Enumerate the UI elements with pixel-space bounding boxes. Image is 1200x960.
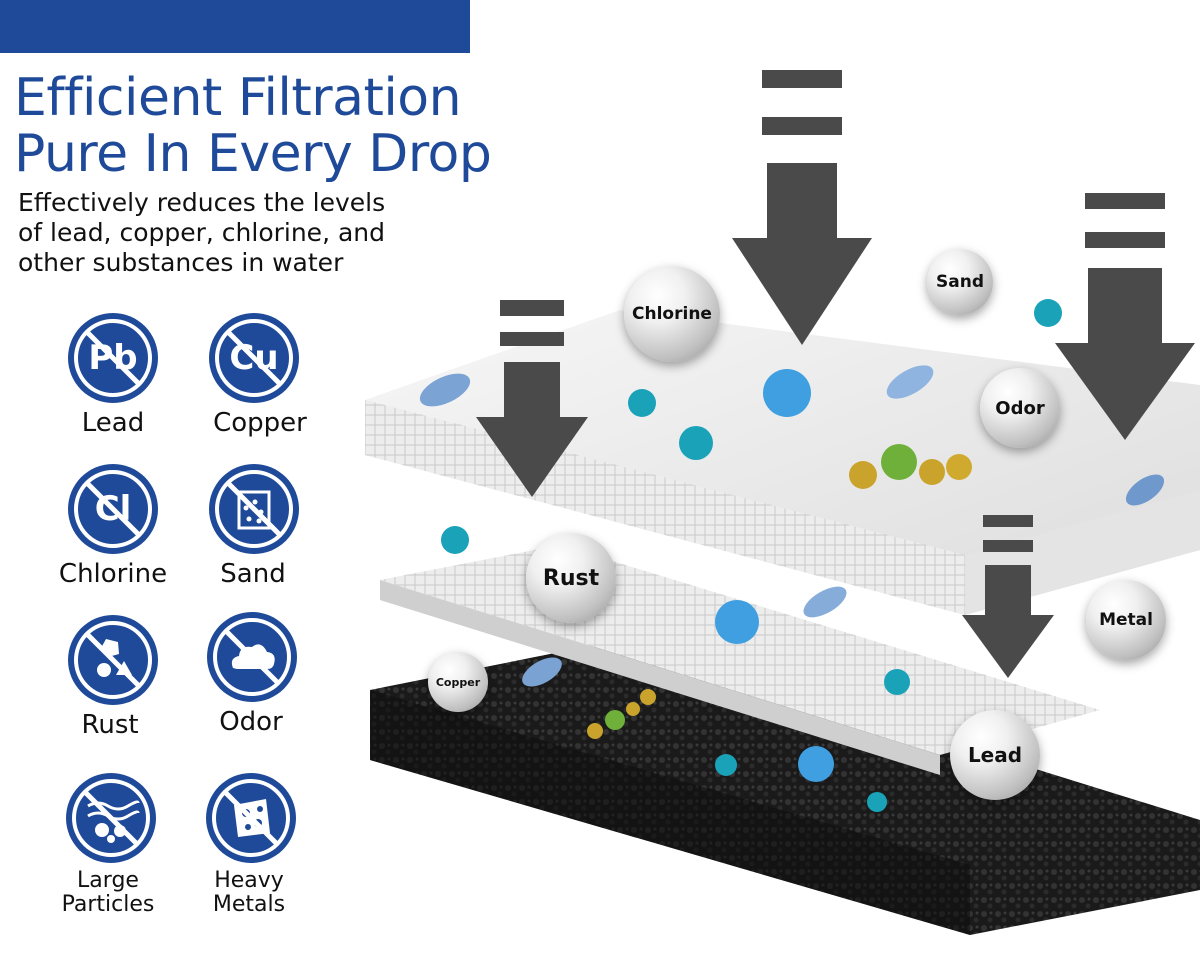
copper-bubble-label: Copper xyxy=(435,675,481,689)
chlorine-bubble: Chlorine xyxy=(624,266,720,362)
sand-label: Sand xyxy=(220,559,286,589)
description-line-2: of lead, copper, chlorine, and xyxy=(18,218,385,247)
lead-label: Lead xyxy=(81,408,145,438)
copper-label: Copper xyxy=(213,408,307,438)
copper-badge-icon: Cu xyxy=(209,313,299,403)
heavy-metals-label-line-2: Metals xyxy=(212,892,286,917)
odor-bubble: Odor xyxy=(980,368,1060,448)
heavy-metals-label: Heavy Metals xyxy=(164,869,334,917)
rust-badge-icon xyxy=(68,615,158,705)
bacteria-icon xyxy=(419,365,1165,687)
virus-icon xyxy=(441,299,1062,812)
odor-bubble-label: Odor xyxy=(995,397,1045,419)
lead-bubble-label: Lead xyxy=(967,743,1023,767)
odor-badge-icon xyxy=(207,612,297,702)
large-particles-badge-icon xyxy=(66,773,156,863)
lead-badge-icon: Pb xyxy=(68,313,158,403)
chlorine-badge-icon: Cl xyxy=(68,464,158,554)
rust-bubble-label: Rust xyxy=(542,565,600,591)
headline-line-1: Efficient Filtration xyxy=(14,68,462,128)
sand-bubble: Sand xyxy=(927,249,993,315)
large-particles-label-line-2: Particles xyxy=(61,892,155,917)
metal-bubble-label: Metal xyxy=(1099,610,1153,630)
description: Effectively reduces the levels of lead, … xyxy=(18,188,385,278)
chlorine-label: Chlorine xyxy=(58,559,168,589)
description-line-1: Effectively reduces the levels xyxy=(18,188,386,217)
virus-cluster-icon xyxy=(715,369,834,782)
sand-badge-icon xyxy=(209,464,299,554)
description-line-3: other substances in water xyxy=(18,248,344,277)
top-color-bar xyxy=(0,0,470,53)
metal-bubble: Metal xyxy=(1086,580,1166,660)
heavy-metals-badge-icon xyxy=(206,773,296,863)
headline: Efficient Filtration Pure In Every Drop xyxy=(14,68,492,184)
rust-label: Rust xyxy=(81,710,139,740)
large-particles-label-line-1: Large xyxy=(77,868,139,893)
sand-bubble-label: Sand xyxy=(936,272,984,292)
flow-arrow-icon xyxy=(732,70,872,345)
flow-arrow-icon xyxy=(962,515,1054,678)
heavy-metals-label-line-1: Heavy xyxy=(214,868,284,893)
lead-bubble: Lead xyxy=(950,710,1040,800)
large-particles-label: Large Particles xyxy=(23,869,193,917)
headline-line-2: Pure In Every Drop xyxy=(14,124,492,184)
flow-arrow-icon xyxy=(476,300,588,497)
odor-label: Odor xyxy=(219,707,283,737)
copper-bubble: Copper xyxy=(428,652,488,712)
pollen-particles-icon xyxy=(587,444,972,739)
flow-arrow-icon xyxy=(1055,193,1195,440)
chlorine-bubble-label: Chlorine xyxy=(632,304,712,324)
carbon-filter-layer xyxy=(370,640,1200,935)
rust-bubble: Rust xyxy=(526,533,616,623)
